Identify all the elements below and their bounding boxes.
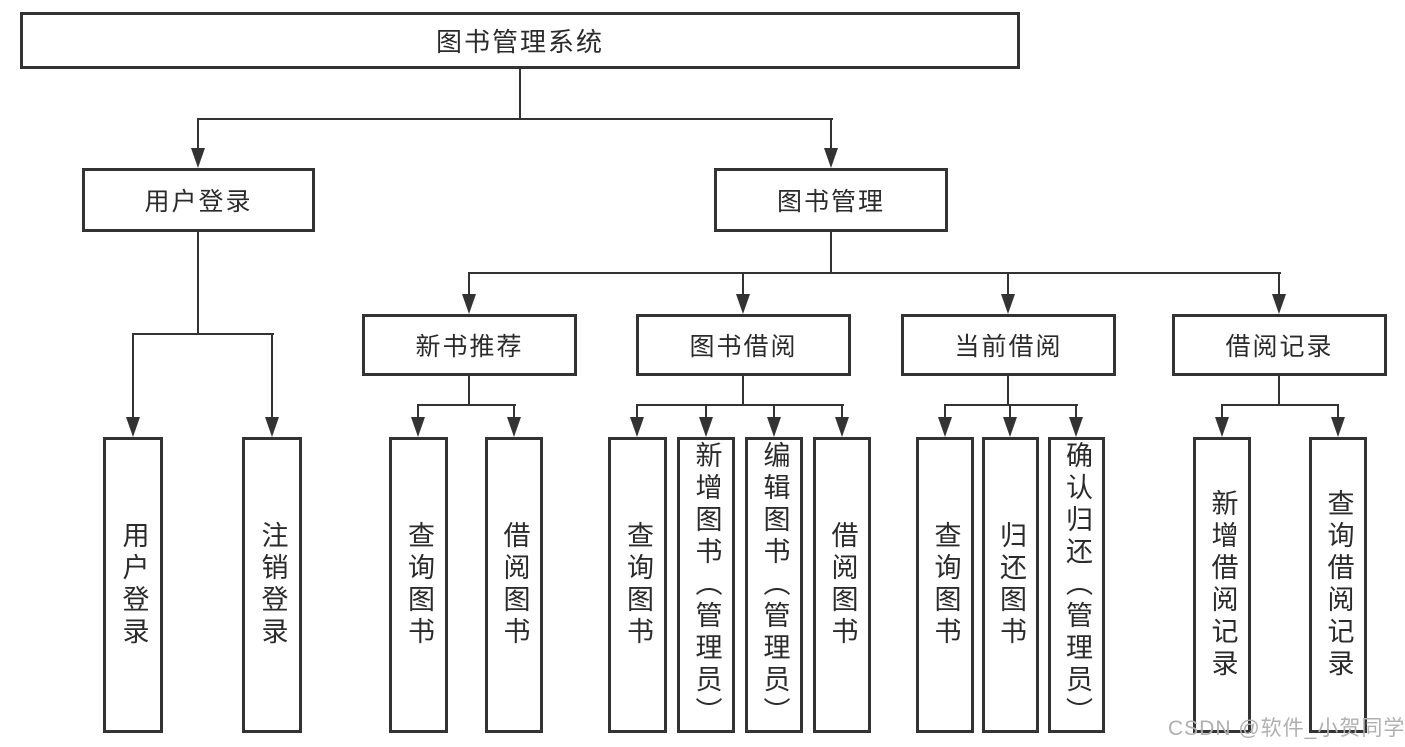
node-label: 图书借阅 <box>689 333 798 361</box>
arrow-down-icon <box>1215 417 1229 437</box>
connector-line <box>1007 375 1009 406</box>
leaf-label: 新增借阅记录 <box>1207 489 1238 681</box>
connector-line <box>636 404 638 419</box>
connector-line <box>468 375 470 406</box>
leaf-label: 借阅图书 <box>499 521 530 649</box>
arrow-down-icon <box>507 417 521 437</box>
arrow-down-icon <box>630 417 644 437</box>
leaf-borrow-books: 借阅图书 <box>813 437 871 733</box>
connector-line <box>742 272 744 296</box>
node-label: 用户登录 <box>144 188 253 216</box>
connector-line <box>468 272 1281 274</box>
node-borrowing-records: 借阅记录 <box>1172 314 1387 376</box>
leaf-borrow-books-recommend: 借阅图书 <box>485 437 543 733</box>
connector-line <box>1007 272 1009 296</box>
arrow-down-icon <box>126 417 140 437</box>
arrow-down-icon <box>411 417 425 437</box>
leaf-query-books-recommend: 查询图书 <box>389 437 448 733</box>
leaf-label: 确认归还（管理员） <box>1062 441 1092 729</box>
leaf-label: 归还图书 <box>996 521 1026 649</box>
leaf-label: 查询图书 <box>930 521 961 649</box>
node-label: 当前借阅 <box>954 333 1063 361</box>
connector-line <box>636 404 844 406</box>
node-book-management: 图书管理 <box>714 168 948 232</box>
leaf-query-books-borrowing: 查询图书 <box>608 437 667 733</box>
connector-line <box>132 333 134 419</box>
leaf-label: 编辑图书（管理员） <box>759 441 790 729</box>
node-new-book-recommendation: 新书推荐 <box>362 314 577 376</box>
connector-line <box>197 118 199 149</box>
arrow-down-icon <box>938 417 952 437</box>
connector-line <box>197 231 199 335</box>
arrow-down-icon <box>265 417 279 437</box>
arrow-down-icon <box>1272 294 1286 314</box>
connector-line <box>271 333 273 419</box>
leaf-logout: 注销登录 <box>242 437 302 733</box>
node-user-login: 用户登录 <box>82 168 315 232</box>
csdn-watermark: CSDN @软件_小贺同学 <box>1168 717 1405 740</box>
node-label: 图书管理系统 <box>435 27 604 57</box>
leaf-label: 查询借阅记录 <box>1323 489 1354 681</box>
connector-line <box>132 333 274 335</box>
connector-line <box>830 118 832 149</box>
node-label: 图书管理 <box>776 188 885 216</box>
arrow-down-icon <box>835 417 849 437</box>
node-book-borrowing: 图书借阅 <box>636 314 851 376</box>
connector-line <box>841 404 843 419</box>
arrow-down-icon <box>1001 294 1015 314</box>
connector-line <box>1278 375 1280 406</box>
connector-line <box>513 404 515 419</box>
leaf-edit-books-admin: 编辑图书（管理员） <box>745 437 803 733</box>
node-current-borrowing: 当前借阅 <box>901 314 1116 376</box>
leaf-query-books-current: 查询图书 <box>916 437 974 733</box>
arrow-down-icon <box>736 294 750 314</box>
node-label: 借阅记录 <box>1225 333 1334 361</box>
node-library-management-system: 图书管理系统 <box>20 12 1020 69</box>
connector-line <box>705 404 707 419</box>
leaf-confirm-return-admin: 确认归还（管理员） <box>1048 437 1105 733</box>
leaf-label: 用户登录 <box>118 521 149 649</box>
connector-line <box>1221 404 1223 419</box>
connector-line <box>197 118 833 120</box>
connector-line <box>417 404 419 419</box>
leaf-query-borrow-record: 查询借阅记录 <box>1309 437 1367 733</box>
connector-line <box>1221 404 1339 406</box>
arrow-down-icon <box>1331 417 1345 437</box>
connector-line <box>468 272 470 296</box>
node-label: 新书推荐 <box>415 333 524 361</box>
leaf-add-books-admin: 新增图书（管理员） <box>677 437 735 733</box>
connector-line <box>1278 272 1280 296</box>
connector-line <box>1337 404 1339 419</box>
leaf-label: 注销登录 <box>257 521 288 649</box>
connector-line <box>944 404 946 419</box>
connector-line <box>1009 404 1011 419</box>
arrow-down-icon <box>699 417 713 437</box>
arrow-down-icon <box>824 148 838 168</box>
leaf-label: 查询图书 <box>404 521 434 649</box>
connector-line <box>519 69 521 120</box>
connector-line <box>417 404 516 406</box>
leaf-return-books: 归还图书 <box>982 437 1039 733</box>
leaf-label: 借阅图书 <box>827 521 858 649</box>
connector-line <box>773 404 775 419</box>
arrow-down-icon <box>1069 417 1083 437</box>
connector-line <box>1075 404 1077 419</box>
leaf-user-login: 用户登录 <box>103 437 163 733</box>
connector-line <box>742 375 744 406</box>
arrow-down-icon <box>462 294 476 314</box>
connector-line <box>944 404 1078 406</box>
leaf-add-borrow-record: 新增借阅记录 <box>1193 437 1251 733</box>
arrow-down-icon <box>767 417 781 437</box>
connector-line <box>830 231 832 274</box>
arrow-down-icon <box>1003 417 1017 437</box>
arrow-down-icon <box>191 148 205 168</box>
leaf-label: 查询图书 <box>623 521 653 649</box>
leaf-label: 新增图书（管理员） <box>691 441 722 729</box>
